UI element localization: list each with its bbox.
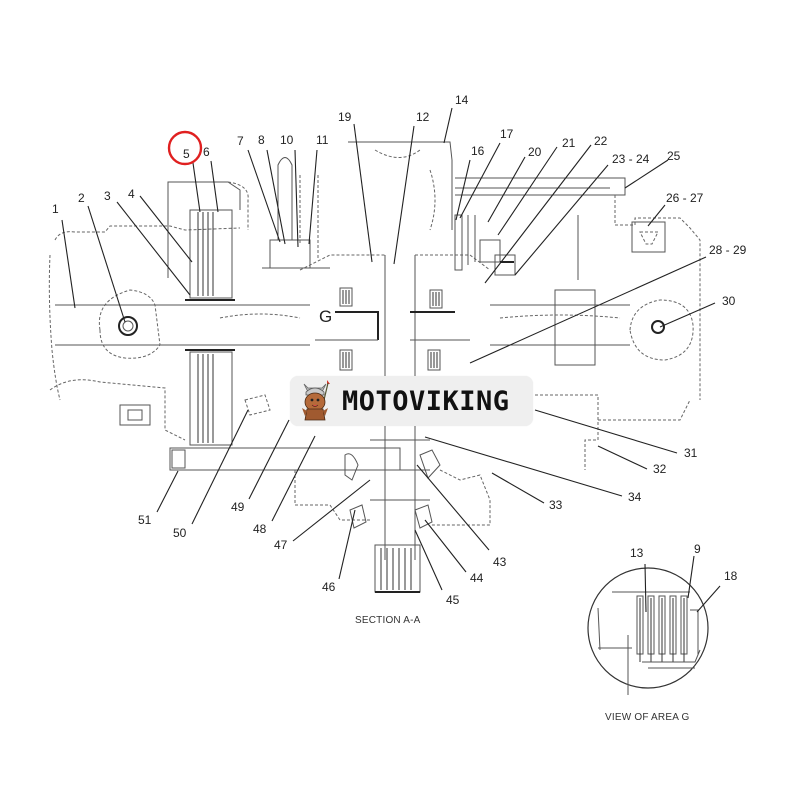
leader-lines (61, 107, 716, 591)
area-g-marker: G (319, 307, 332, 326)
center-gear-pack (299, 254, 491, 371)
detail-caption: VIEW OF AREA G (605, 712, 690, 723)
callout-8: 8 (258, 133, 265, 147)
callout-46: 46 (322, 580, 336, 594)
callout-11: 11 (316, 133, 329, 147)
callout-31: 31 (684, 446, 698, 460)
callout-34: 34 (628, 490, 642, 504)
callout-26-27: 26 - 27 (666, 191, 704, 205)
callout-3: 3 (104, 189, 111, 203)
callout-32: 32 (653, 462, 667, 476)
callout-50: 50 (173, 526, 187, 540)
callout-7: 7 (237, 134, 244, 148)
callout-43: 43 (493, 555, 507, 569)
callout-49: 49 (231, 500, 245, 514)
callout-17: 17 (500, 127, 514, 141)
left-lower-bracket (119, 394, 271, 426)
callout-20: 20 (528, 145, 542, 159)
detail-callout-13: 13 (630, 546, 644, 560)
detail-view-area-g: 13 9 18 VIEW OF AREA G (587, 542, 738, 723)
callout-30: 30 (722, 294, 736, 308)
callout-12: 12 (416, 110, 430, 124)
watermark-banner: MOTOVIKING (290, 376, 533, 426)
callout-45: 45 (446, 593, 460, 607)
callout-labels: 1 2 3 4 5 6 7 8 10 11 19 12 14 16 17 20 … (52, 93, 747, 607)
lower-output-section (294, 449, 491, 593)
callout-16: 16 (471, 144, 485, 158)
callout-1: 1 (52, 202, 59, 216)
watermark-text: MOTOVIKING (342, 385, 510, 417)
callout-51: 51 (138, 513, 152, 527)
valve-assembly (262, 157, 330, 269)
detail-callout-18: 18 (724, 569, 738, 583)
callout-5: 5 (183, 147, 190, 161)
callout-44: 44 (470, 571, 484, 585)
callout-25: 25 (667, 149, 681, 163)
detail-callout-9: 9 (694, 542, 701, 556)
callout-47: 47 (274, 538, 288, 552)
callout-4: 4 (128, 187, 135, 201)
callout-10: 10 (280, 133, 294, 147)
callout-23-24: 23 - 24 (612, 152, 650, 166)
callout-2: 2 (78, 191, 85, 205)
callout-33: 33 (549, 498, 563, 512)
callout-48: 48 (253, 522, 267, 536)
highlight-circle (167, 130, 203, 166)
housing-outline (48, 141, 701, 470)
viking-mascot-icon (302, 380, 330, 421)
callout-22: 22 (594, 134, 608, 148)
callout-21: 21 (562, 136, 576, 150)
callout-28-29: 28 - 29 (709, 243, 747, 257)
callout-19: 19 (338, 110, 352, 124)
callout-6: 6 (203, 145, 210, 159)
section-caption: SECTION A-A (355, 615, 421, 626)
callout-14: 14 (455, 93, 469, 107)
